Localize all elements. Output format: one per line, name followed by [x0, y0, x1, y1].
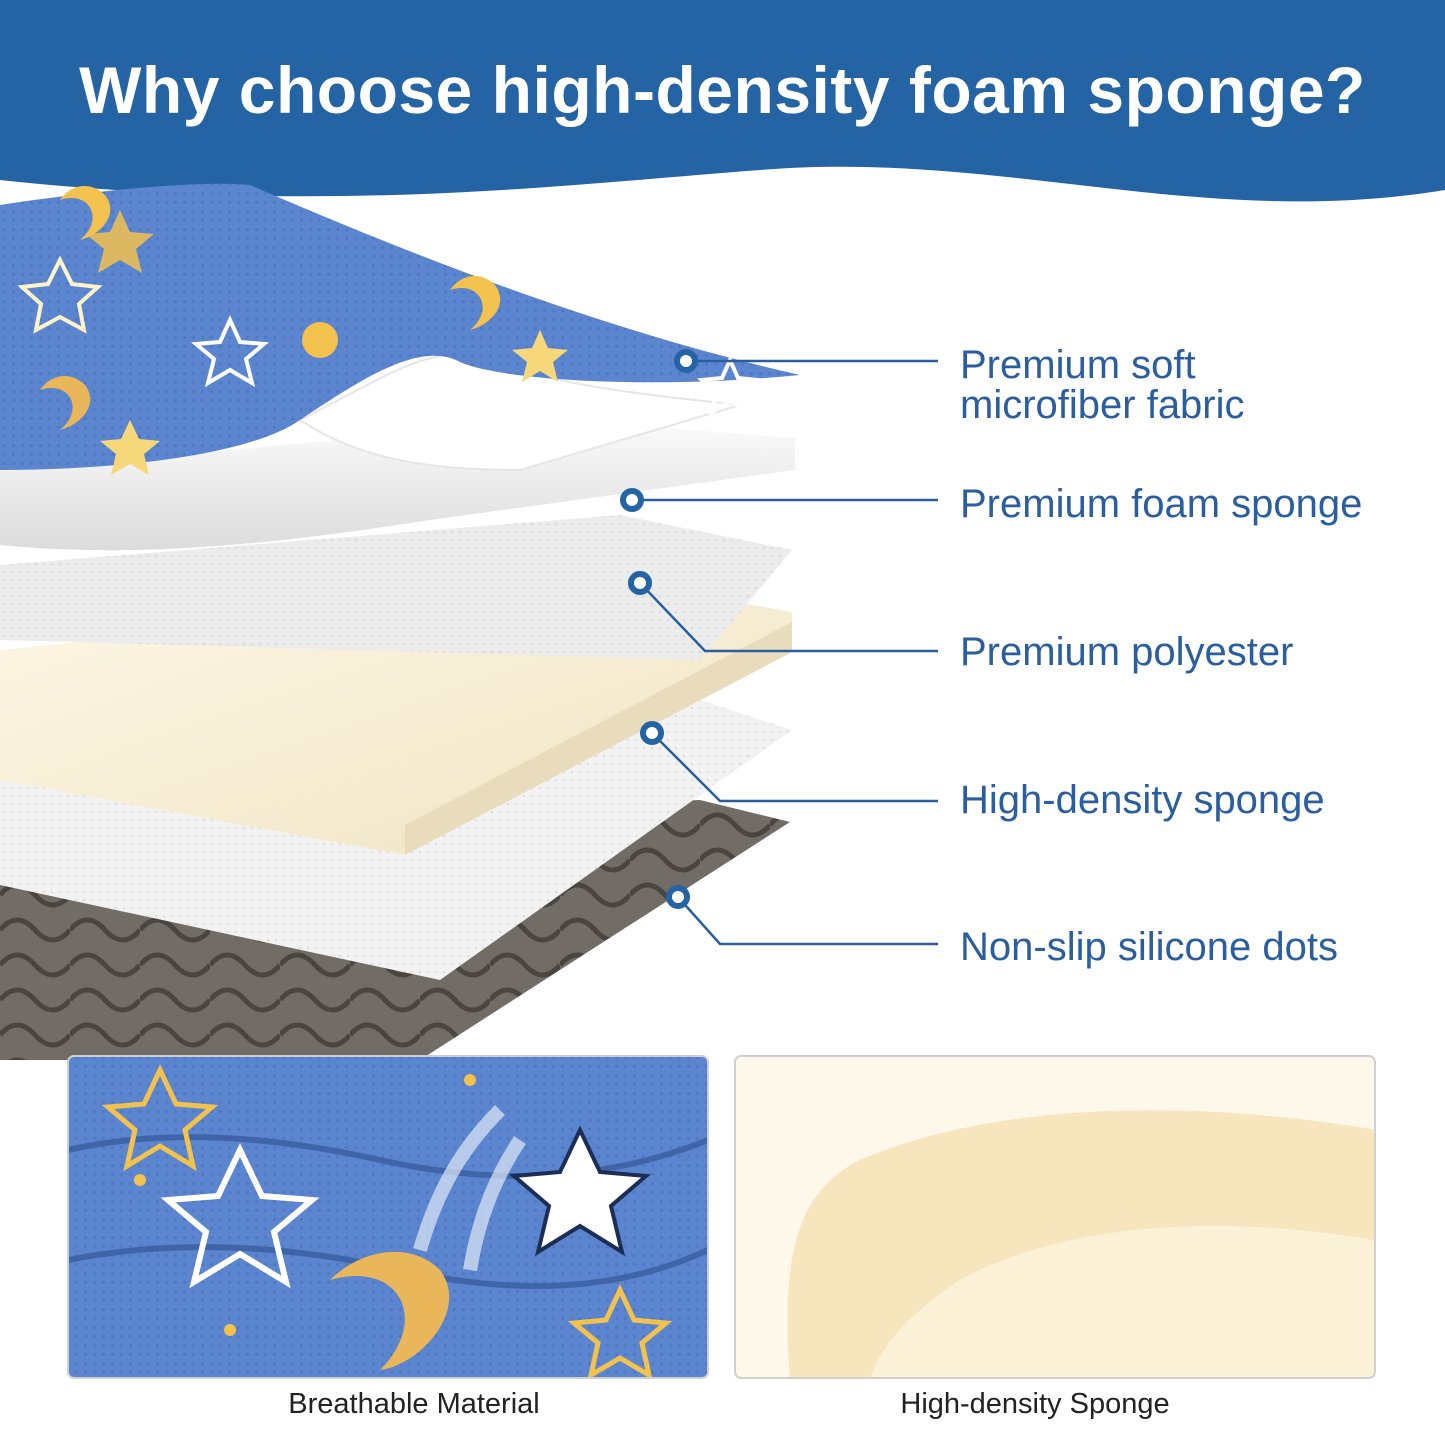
callout-dot-3 — [628, 571, 652, 595]
callout-dot-1 — [674, 349, 698, 373]
callout-dot-2 — [620, 488, 644, 512]
label-line: microfiber fabric — [960, 383, 1245, 427]
detail-photo-breathable — [68, 1056, 708, 1378]
label-polyester: Premium polyester — [960, 630, 1294, 674]
header-band — [0, 0, 1445, 202]
callout-dot-5 — [666, 885, 690, 909]
caption-high-density-sponge: High-density Sponge — [900, 1388, 1170, 1420]
label-microfiber-fabric: Premium soft microfiber fabric — [960, 345, 1245, 425]
caption-breathable-material: Breathable Material — [288, 1388, 540, 1420]
label-non-slip-dots: Non-slip silicone dots — [960, 925, 1338, 969]
detail-photo-sponge — [735, 1056, 1375, 1378]
label-line: Premium soft — [960, 343, 1196, 387]
label-foam-sponge: Premium foam sponge — [960, 482, 1363, 526]
callout-dot-4 — [640, 721, 664, 745]
layer-microfiber-fabric — [0, 183, 800, 471]
callouts — [632, 359, 938, 946]
page-title: Why choose high-density foam sponge? — [79, 53, 1366, 127]
layer-white-foam — [0, 420, 795, 551]
fabric-stars — [17, 185, 764, 475]
label-high-density-sponge: High-density sponge — [960, 778, 1325, 822]
